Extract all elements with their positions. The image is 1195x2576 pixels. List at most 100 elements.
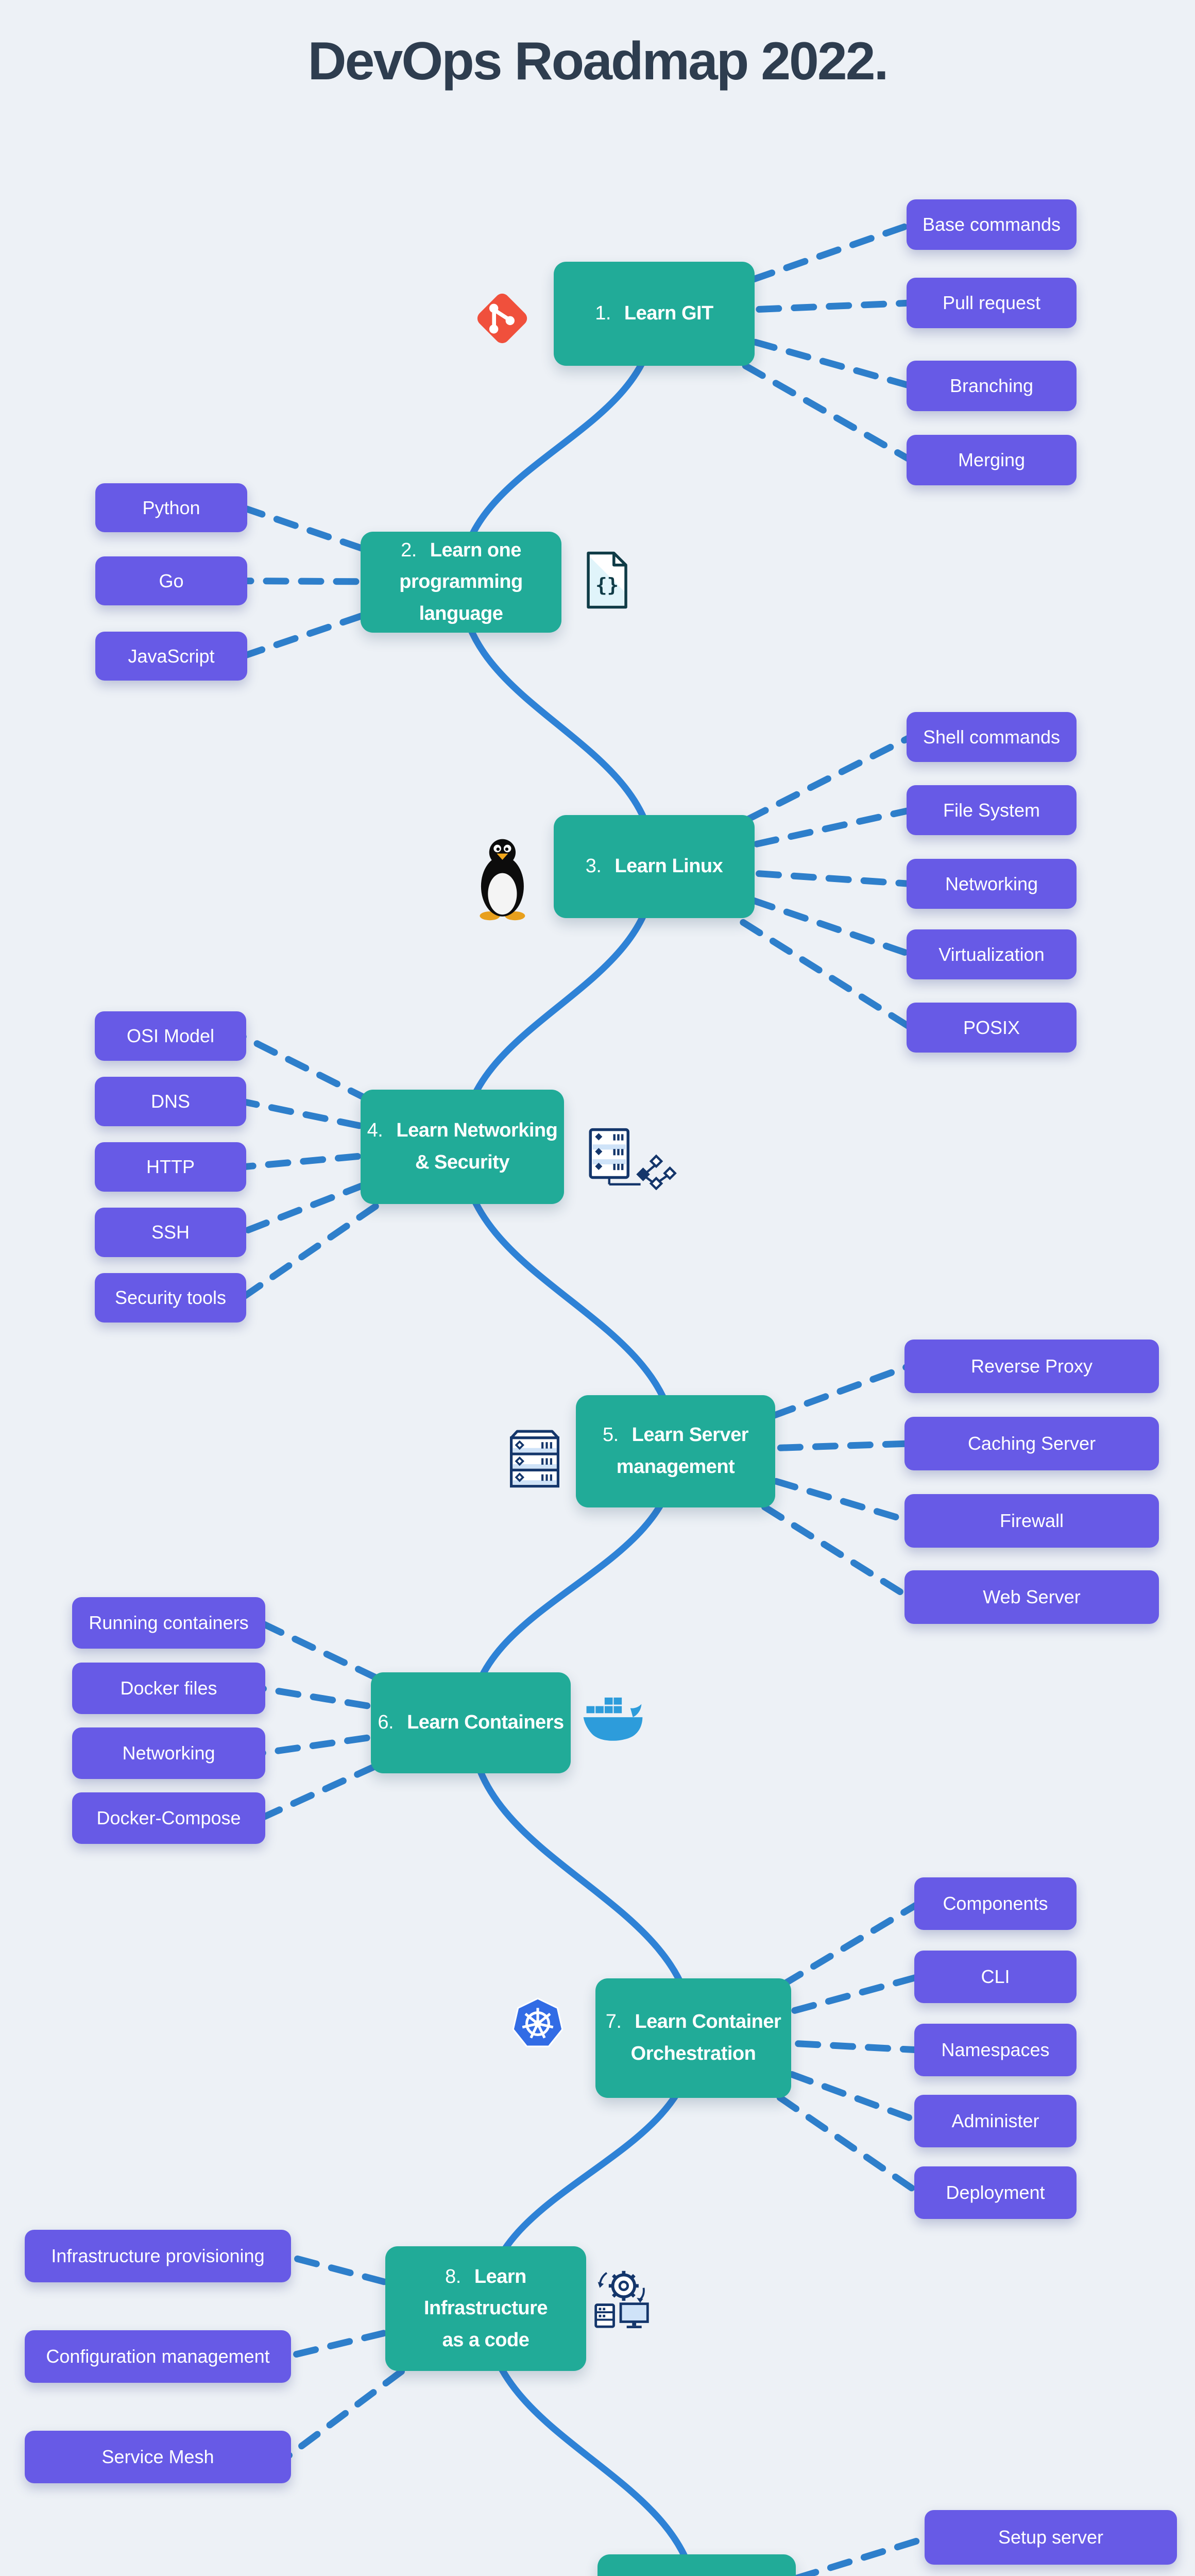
kubernetes-icon bbox=[511, 1995, 564, 2054]
topic-label: Components bbox=[943, 1893, 1048, 1914]
topic-box: Components bbox=[914, 1877, 1077, 1930]
node-number: 1. bbox=[595, 302, 611, 325]
topic-box: Virtualization bbox=[907, 929, 1077, 979]
topic-box: Pull request bbox=[907, 278, 1077, 328]
topic-label: Go bbox=[159, 570, 184, 591]
topic-box: SSH bbox=[95, 1208, 246, 1257]
roadmap-node-1: 1. Learn GIT bbox=[554, 262, 755, 366]
topic-box: Web Server bbox=[904, 1570, 1159, 1624]
roadmap-node-4: 4.Learn Networking& Security bbox=[361, 1090, 564, 1204]
svg-text:{}: {} bbox=[595, 574, 619, 597]
topic-box: Networking bbox=[907, 859, 1077, 909]
topic-label: Merging bbox=[958, 449, 1026, 470]
node-number: 2. bbox=[401, 539, 417, 561]
topic-box: Configuration management bbox=[25, 2330, 291, 2383]
node-label: Infrastructure bbox=[423, 2297, 548, 2319]
topic-label: SSH bbox=[151, 1222, 190, 1243]
node-label: Learn bbox=[474, 2265, 526, 2287]
topic-label: Pull request bbox=[942, 292, 1041, 313]
node-label: Learn GIT bbox=[624, 302, 713, 325]
docker-icon bbox=[581, 1696, 645, 1747]
topic-label: Networking bbox=[945, 873, 1038, 894]
topic-box: Go bbox=[95, 556, 247, 605]
topic-box: HTTP bbox=[95, 1142, 246, 1192]
topic-label: CLI bbox=[981, 1966, 1010, 1987]
node-label: Learn one bbox=[430, 539, 522, 561]
topic-box: Merging bbox=[907, 435, 1077, 485]
topic-box: Python bbox=[95, 483, 247, 532]
topic-label: Shell commands bbox=[923, 726, 1061, 748]
linux-penguin-icon bbox=[473, 836, 533, 921]
topic-label: Namespaces bbox=[941, 2039, 1050, 2060]
server-rack-icon bbox=[504, 1428, 566, 1490]
node-label: Orchestration bbox=[630, 2043, 756, 2064]
topic-box: DNS bbox=[95, 1077, 246, 1126]
topic-box: Deployment bbox=[914, 2166, 1077, 2219]
topic-label: File System bbox=[943, 799, 1040, 821]
topic-label: Base commands bbox=[922, 214, 1061, 235]
topic-box: Docker files bbox=[72, 1663, 265, 1714]
topic-box: Base commands bbox=[907, 199, 1077, 250]
roadmap-node-3: 3.Learn Linux bbox=[554, 815, 755, 918]
topic-box: Setup server bbox=[925, 2510, 1177, 2565]
topic-label: Branching bbox=[949, 375, 1034, 396]
node-number: 5. bbox=[602, 1424, 619, 1446]
topic-box: POSIX bbox=[907, 1003, 1077, 1053]
topic-label: Setup server bbox=[998, 2527, 1104, 2548]
git-icon bbox=[471, 282, 533, 354]
network-security-icon bbox=[584, 1127, 680, 1190]
node-label: as a code bbox=[442, 2329, 530, 2351]
node-label: language bbox=[419, 602, 503, 624]
node-number: 7. bbox=[605, 2011, 622, 2033]
node-number: 8. bbox=[445, 2265, 461, 2287]
topic-label: POSIX bbox=[963, 1016, 1020, 1038]
topic-box: Reverse Proxy bbox=[904, 1340, 1159, 1393]
topic-label: Networking bbox=[122, 1742, 215, 1764]
topic-box: Running containers bbox=[72, 1597, 265, 1649]
topic-box: Branching bbox=[907, 361, 1077, 411]
node-label: Learn Linux bbox=[614, 855, 723, 877]
topic-box: Networking bbox=[72, 1727, 265, 1779]
iac-gear-icon bbox=[591, 2268, 652, 2329]
topic-label: Virtualization bbox=[938, 943, 1045, 965]
topic-label: Caching Server bbox=[967, 1433, 1096, 1454]
node-number: 6. bbox=[378, 1711, 394, 1734]
topic-label: OSI Model bbox=[126, 1025, 215, 1046]
topic-box: Shell commands bbox=[907, 712, 1077, 762]
code-file-icon: {} bbox=[581, 550, 633, 610]
topic-label: Python bbox=[142, 497, 200, 518]
topic-box: Firewall bbox=[904, 1494, 1159, 1548]
roadmap-node-2: 2. Learn one programming language bbox=[361, 532, 561, 633]
topic-box: Docker-Compose bbox=[72, 1792, 265, 1844]
topic-label: Reverse Proxy bbox=[970, 1355, 1093, 1377]
node-number: 4. bbox=[367, 1120, 383, 1142]
roadmap-node-9: 9.Learn CI/CD bbox=[598, 2554, 796, 2576]
topic-label: Deployment bbox=[946, 2182, 1045, 2203]
roadmap-node-6: 6.Learn Containers bbox=[371, 1672, 571, 1773]
topic-label: Web Server bbox=[983, 1586, 1081, 1607]
node-label: Learn Networking bbox=[396, 1120, 558, 1142]
topic-box: Administer bbox=[914, 2095, 1077, 2147]
topic-box: Security tools bbox=[95, 1273, 246, 1323]
node-label: programming bbox=[399, 571, 523, 593]
topic-box: CLI bbox=[914, 1951, 1077, 2003]
node-label: Learn Container bbox=[635, 2011, 781, 2033]
topic-label: Docker-Compose bbox=[96, 1807, 241, 1828]
topic-box: JavaScript bbox=[95, 632, 247, 681]
topic-label: Administer bbox=[951, 2110, 1039, 2131]
topic-label: DNS bbox=[150, 1091, 190, 1112]
topic-label: HTTP bbox=[146, 1156, 195, 1177]
topic-label: Docker files bbox=[120, 1677, 217, 1699]
topic-label: Infrastructure provisioning bbox=[51, 2245, 265, 2266]
topic-label: Firewall bbox=[999, 1510, 1064, 1531]
topic-box: Infrastructure provisioning bbox=[25, 2230, 291, 2282]
node-label: management bbox=[616, 1456, 735, 1478]
topic-label: JavaScript bbox=[128, 645, 215, 667]
topic-label: Running containers bbox=[89, 1612, 249, 1633]
topic-label: Security tools bbox=[114, 1287, 227, 1308]
topic-box: Service Mesh bbox=[25, 2431, 291, 2483]
